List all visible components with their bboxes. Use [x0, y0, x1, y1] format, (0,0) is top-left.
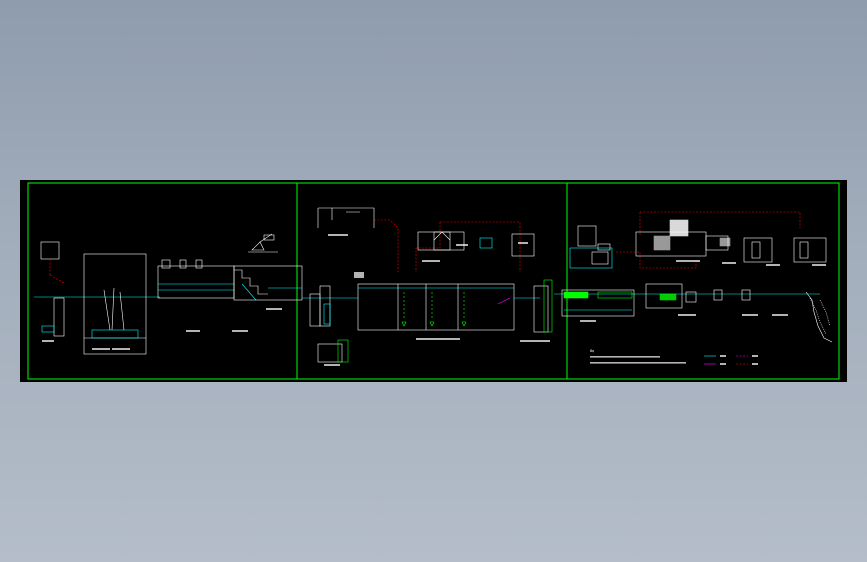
drawing-frame [27, 182, 840, 380]
left-panel [34, 233, 303, 355]
process-flow-drawing: Bq [27, 182, 840, 380]
reservoir [645, 283, 683, 309]
office-building-1 [743, 237, 773, 263]
control-room-box [40, 241, 60, 260]
filter-tank [561, 289, 635, 317]
chlorine-store [511, 233, 535, 257]
cad-drawing-viewport[interactable]: Bq [20, 180, 847, 382]
pump-station-building [83, 253, 147, 355]
filter-building [569, 247, 613, 269]
office-building-2 [793, 237, 827, 263]
right-panel [554, 211, 833, 365]
grit-chamber [157, 265, 235, 299]
clear-well [533, 285, 549, 333]
river-bank-profile [805, 291, 833, 343]
middle-panel [302, 207, 553, 366]
intake-well [53, 297, 65, 337]
sludge-house [317, 207, 375, 228]
stepped-aerator [234, 269, 268, 295]
legend-heading: Bq [590, 349, 594, 353]
sedimentation-tank [357, 283, 515, 331]
